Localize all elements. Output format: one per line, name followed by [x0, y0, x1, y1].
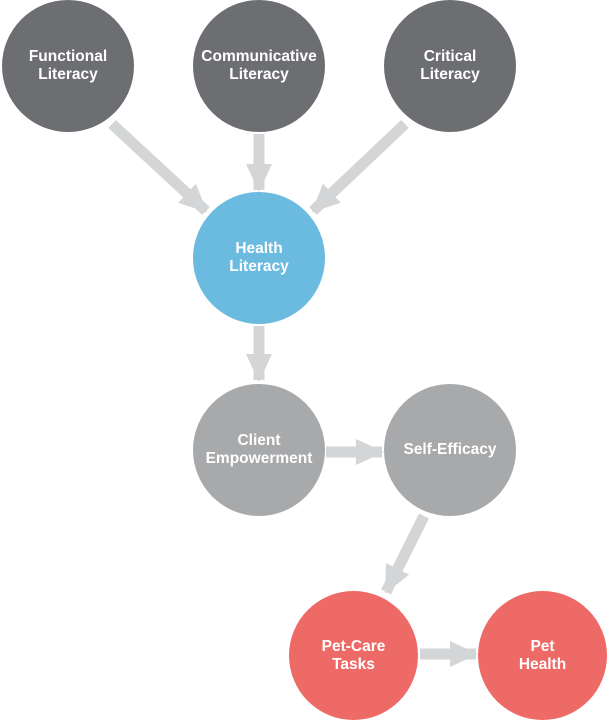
node-label-line1: Client — [237, 432, 281, 449]
node-label-line2: Health — [518, 655, 567, 673]
node-label-line1: Critical — [423, 48, 477, 65]
node-pet-health: Pet Health — [478, 591, 607, 720]
arrow-self-to-petcare — [381, 513, 429, 595]
node-client-empowerment: Client Empowerment — [193, 384, 325, 516]
arrow-functional-to-health — [108, 119, 210, 216]
node-health-literacy: Health Literacy — [193, 192, 325, 324]
node-self-efficacy: Self-Efficacy — [384, 384, 516, 516]
node-label-line2: Tasks — [332, 655, 375, 673]
node-label-line2: Literacy — [229, 258, 289, 275]
node-label-line2: Literacy — [420, 66, 480, 83]
node-functional-literacy: Functional Literacy — [2, 0, 134, 132]
node-label-line1: Self-Efficacy — [403, 441, 497, 458]
arrow-critical-to-health — [309, 120, 409, 215]
node-label-line1: Communicative — [201, 48, 317, 65]
node-critical-literacy: Critical Literacy — [384, 0, 516, 132]
node-label-line1: Functional — [28, 48, 108, 65]
node-pet-care-tasks: Pet-Care Tasks — [289, 591, 418, 720]
node-label-line1: Pet — [530, 637, 555, 655]
node-communicative-literacy: Communicative Literacy — [193, 0, 325, 132]
node-label-line2: Empowerment — [205, 450, 313, 467]
node-label-line2: Literacy — [229, 66, 289, 83]
node-label-line1: Pet-Care — [321, 637, 386, 655]
node-label-line2: Literacy — [38, 66, 98, 83]
node-label-line1: Health — [235, 240, 283, 257]
